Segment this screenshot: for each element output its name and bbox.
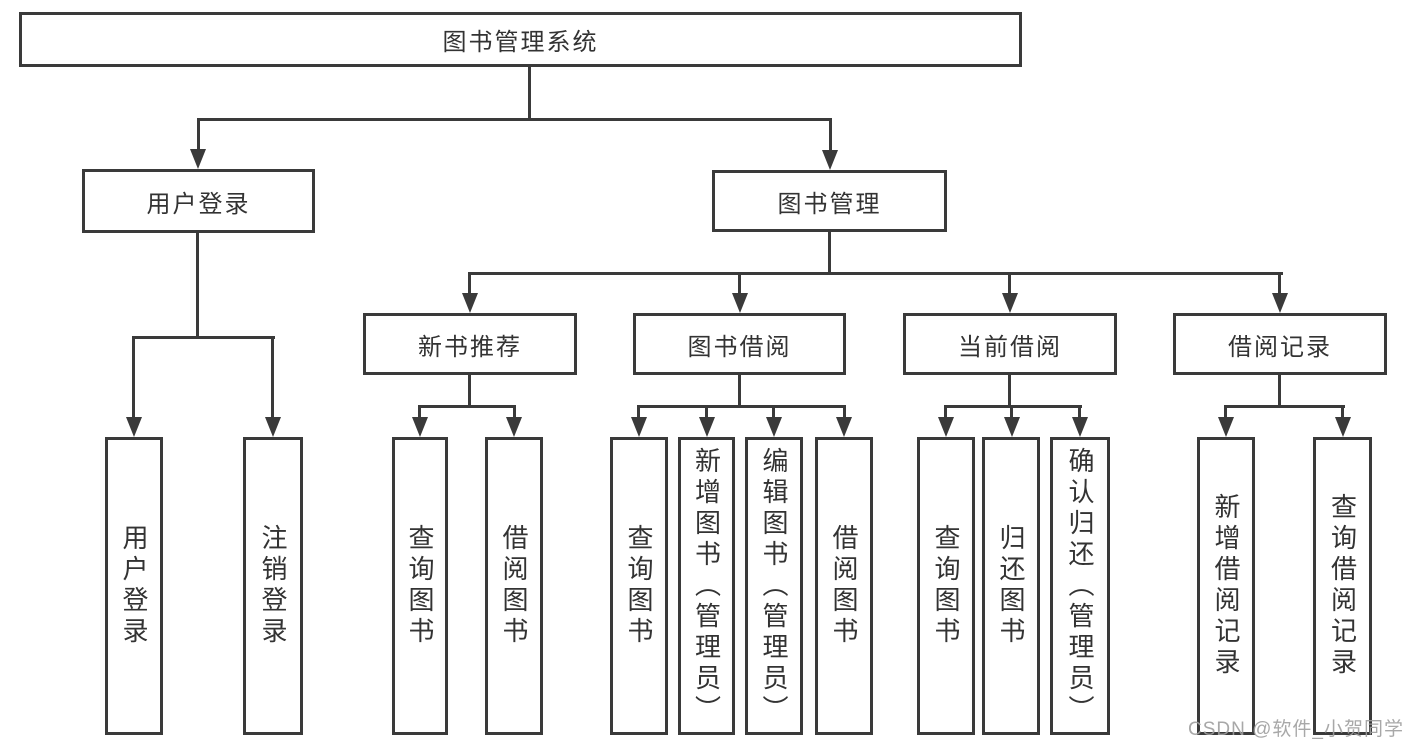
node-label: 借阅记录 xyxy=(1228,333,1332,361)
connector-newrec-stem xyxy=(468,375,471,407)
connector-drop-leaf xyxy=(944,405,947,419)
leaf-add-books-admin: 新增图书（管理员） xyxy=(678,437,735,735)
node-label: 用户登录 xyxy=(146,190,251,218)
connector-drop-leaf xyxy=(772,405,775,419)
connector-borrow-horizontal xyxy=(637,405,846,408)
arrowhead-leaf xyxy=(412,417,428,437)
leaf-query-borrow-record: 查询借阅记录 xyxy=(1313,437,1372,735)
connector-current-stem xyxy=(1008,375,1011,407)
arrowhead-leaf xyxy=(631,417,647,437)
connector-drop-leaf xyxy=(1341,405,1344,419)
arrowhead-leaf xyxy=(766,417,782,437)
leaf-return-books: 归还图书 xyxy=(982,437,1040,735)
connector-drop-leaf xyxy=(132,336,135,419)
connector-userlogin-stem xyxy=(196,233,199,339)
leaf-label: 新增图书（管理员） xyxy=(691,446,722,726)
connector-drop-book-management xyxy=(829,118,832,152)
connector-root-stem xyxy=(528,67,531,120)
node-label: 当前借阅 xyxy=(958,333,1062,361)
node-book-borrow: 图书借阅 xyxy=(633,313,846,375)
leaf-confirm-return-admin: 确认归还（管理员） xyxy=(1050,437,1110,735)
connector-drop-leaf xyxy=(637,405,640,419)
node-new-book-recommend: 新书推荐 xyxy=(363,313,577,375)
leaf-borrow-books: 借阅图书 xyxy=(815,437,873,735)
leaf-label: 注销登录 xyxy=(258,524,288,648)
connector-bookmgmt-horizontal xyxy=(468,272,1283,275)
leaf-label: 借阅图书 xyxy=(499,524,529,648)
connector-drop-leaf xyxy=(705,405,708,419)
arrowhead-leaf xyxy=(1004,417,1020,437)
leaf-label: 查询图书 xyxy=(405,524,435,648)
arrowhead-leaf xyxy=(1335,417,1351,437)
node-user-login: 用户登录 xyxy=(82,169,315,233)
leaf-borrow-books: 借阅图书 xyxy=(485,437,543,735)
csdn-watermark: CSDN @软件_小贺同学 xyxy=(1188,719,1404,740)
leaf-label: 编辑图书（管理员） xyxy=(759,446,789,726)
node-current-borrow: 当前借阅 xyxy=(903,313,1117,375)
leaf-label: 查询图书 xyxy=(624,524,654,648)
arrowhead-leaf xyxy=(265,417,281,437)
connector-drop-leaf xyxy=(513,405,516,419)
connector-drop-leaf xyxy=(418,405,421,419)
connector-drop-leaf xyxy=(1224,405,1227,419)
connector-borrow-stem xyxy=(738,375,741,407)
leaf-label: 新增借阅记录 xyxy=(1211,493,1241,679)
connector-bookmgmt-stem xyxy=(828,232,831,275)
connector-records-stem xyxy=(1278,375,1281,407)
connector-current-horizontal xyxy=(944,405,1082,408)
leaf-query-books: 查询图书 xyxy=(392,437,448,735)
node-label: 图书管理系统 xyxy=(442,29,599,56)
arrowhead-borrow xyxy=(732,293,748,313)
arrowhead-leaf xyxy=(938,417,954,437)
leaf-user-login: 用户登录 xyxy=(105,437,163,735)
arrowhead-user-login xyxy=(190,149,206,169)
leaf-label: 借阅图书 xyxy=(829,524,859,648)
node-label: 图书借阅 xyxy=(687,333,792,361)
connector-drop-newrec xyxy=(468,272,471,295)
node-label: 新书推荐 xyxy=(418,333,522,361)
node-label: 图书管理 xyxy=(777,190,882,218)
arrowhead-leaf xyxy=(126,417,142,437)
leaf-label: 确认归还（管理员） xyxy=(1065,446,1095,726)
leaf-label: 查询图书 xyxy=(931,524,961,648)
arrowhead-newrec xyxy=(462,293,478,313)
leaf-query-books: 查询图书 xyxy=(610,437,668,735)
leaf-label: 查询借阅记录 xyxy=(1327,493,1358,679)
connector-drop-leaf xyxy=(843,405,846,419)
connector-drop-leaf xyxy=(271,336,274,419)
connector-drop-current xyxy=(1008,272,1011,295)
leaf-edit-books-admin: 编辑图书（管理员） xyxy=(745,437,803,735)
leaf-query-books: 查询图书 xyxy=(917,437,975,735)
connector-root-horizontal xyxy=(197,118,832,121)
arrowhead-leaf xyxy=(1072,417,1088,437)
arrowhead-book-management xyxy=(822,150,838,170)
leaf-logout: 注销登录 xyxy=(243,437,303,735)
node-library-management-system: 图书管理系统 xyxy=(19,12,1022,67)
leaf-label: 归还图书 xyxy=(996,524,1026,648)
arrowhead-current xyxy=(1002,293,1018,313)
connector-drop-leaf xyxy=(1010,405,1013,419)
leaf-add-borrow-record: 新增借阅记录 xyxy=(1197,437,1255,735)
connector-drop-leaf xyxy=(1078,405,1081,419)
arrowhead-leaf xyxy=(506,417,522,437)
node-book-management: 图书管理 xyxy=(712,170,947,232)
connector-drop-user-login xyxy=(197,118,200,151)
connector-newrec-horizontal xyxy=(418,405,516,408)
arrowhead-records xyxy=(1272,293,1288,313)
node-borrow-records: 借阅记录 xyxy=(1173,313,1387,375)
arrowhead-leaf xyxy=(1218,417,1234,437)
connector-drop-records xyxy=(1278,272,1281,295)
leaf-label: 用户登录 xyxy=(119,524,149,648)
arrowhead-leaf xyxy=(699,417,715,437)
connector-records-horizontal xyxy=(1224,405,1345,408)
connector-userlogin-horizontal xyxy=(132,336,275,339)
arrowhead-leaf xyxy=(836,417,852,437)
connector-drop-borrow xyxy=(738,272,741,295)
